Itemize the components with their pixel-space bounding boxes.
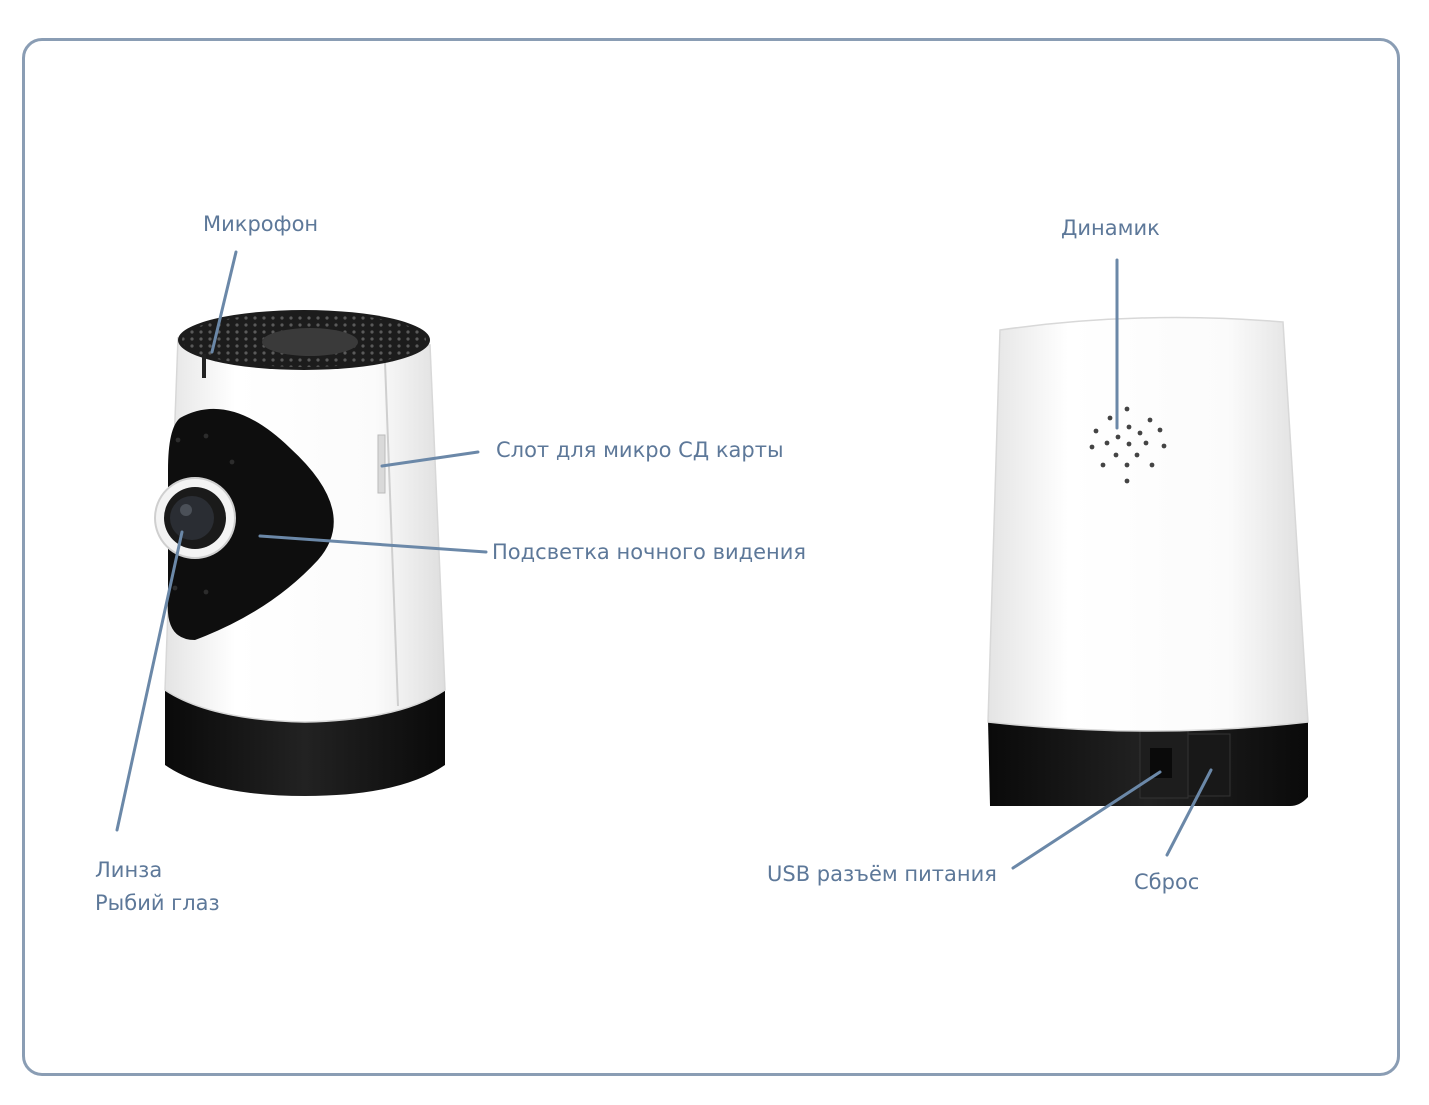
fisheye-lens bbox=[170, 496, 214, 540]
microphone-slit bbox=[202, 354, 206, 378]
label-night-vision: Подсветка ночного видения bbox=[492, 540, 807, 564]
microphone-leader-line bbox=[210, 250, 238, 354]
label-lens-line2: Рыбий глаз bbox=[95, 891, 220, 915]
reset-button bbox=[1187, 733, 1231, 797]
night-vision-leader-line bbox=[258, 534, 488, 554]
label-reset: Сброс bbox=[1134, 870, 1200, 894]
camera-back-body bbox=[987, 316, 1309, 732]
sd-slot-leader-line bbox=[380, 450, 480, 468]
camera-front-view bbox=[154, 310, 446, 796]
camera-front-base bbox=[165, 690, 445, 796]
speaker-holes bbox=[1089, 406, 1167, 484]
label-sd-card-slot: Слот для микро СД карты bbox=[496, 438, 784, 462]
reset-leader-line bbox=[1165, 768, 1213, 857]
camera-back-view bbox=[987, 316, 1309, 806]
label-lens-line1: Линза bbox=[95, 858, 163, 882]
label-microphone: Микрофон bbox=[203, 212, 319, 236]
camera-face-plate bbox=[167, 408, 334, 640]
label-speaker: Динамик bbox=[1061, 216, 1160, 240]
lens-leader-line bbox=[115, 530, 184, 832]
label-usb-power: USB разъём питания bbox=[767, 862, 997, 886]
sd-card-slot bbox=[377, 434, 386, 494]
usb-leader-line bbox=[1011, 770, 1162, 870]
